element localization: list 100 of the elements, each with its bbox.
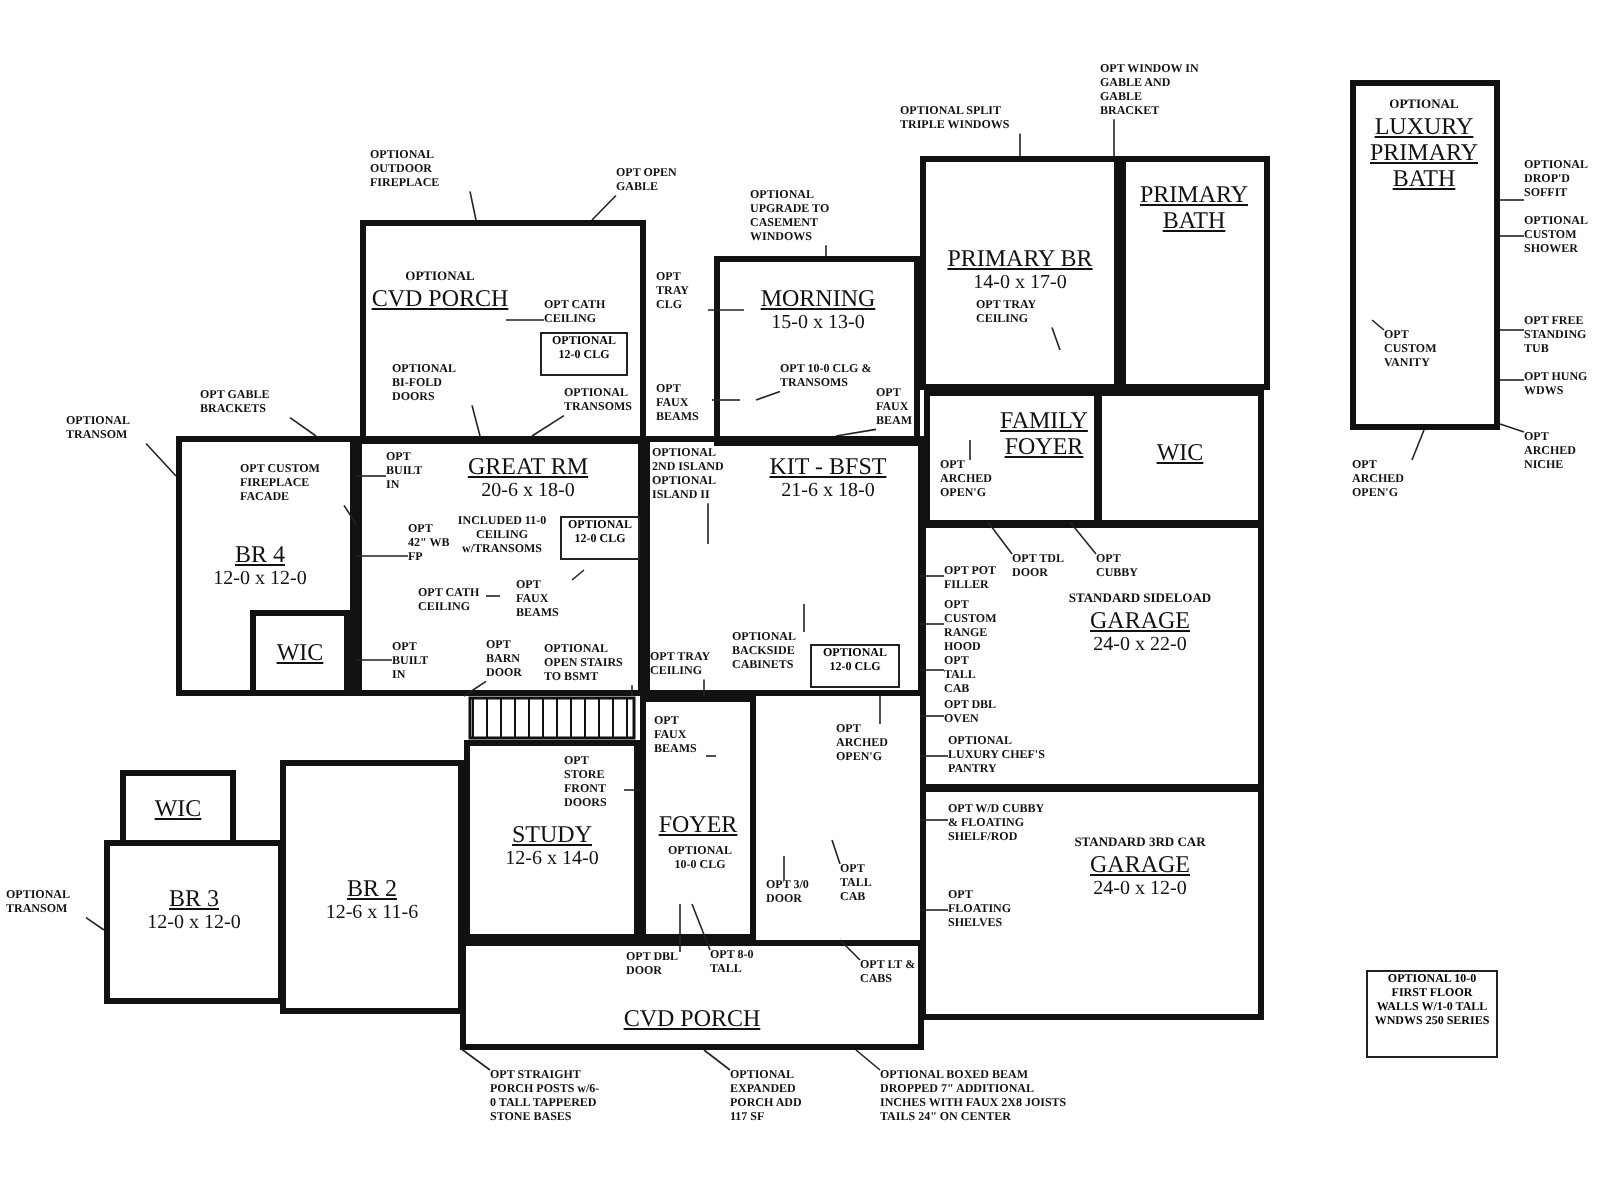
room-outline xyxy=(1096,390,1264,526)
leader-line xyxy=(711,399,741,401)
leader-line xyxy=(969,439,971,461)
leader-line xyxy=(703,1049,731,1071)
room-dimensions: 21-6 x 18-0 xyxy=(781,480,875,505)
room-outline xyxy=(920,786,1264,1020)
leader-line xyxy=(919,755,949,757)
room-outline xyxy=(464,740,640,940)
room-name: BR 3 xyxy=(168,886,219,913)
leader-line xyxy=(1499,379,1525,381)
room-name: WIC xyxy=(1156,440,1204,467)
room-dimensions: 20-6 x 18-0 xyxy=(481,480,575,505)
leader-line xyxy=(85,916,105,931)
room-name: PRIMARY BATH xyxy=(1137,182,1251,235)
leader-line xyxy=(1411,429,1425,461)
room-name: STUDY xyxy=(511,822,592,849)
leader-line xyxy=(831,839,841,865)
room-name: MORNING xyxy=(760,286,876,313)
leader-line xyxy=(1499,423,1525,433)
leader-line xyxy=(485,595,501,597)
room-dimensions: 15-0 x 13-0 xyxy=(771,312,865,337)
room-outline xyxy=(920,156,1120,390)
room-name: KIT - BFST xyxy=(769,454,887,481)
room-name: WIC xyxy=(154,796,202,823)
room-outline xyxy=(640,696,756,940)
room-name: CVD PORCH xyxy=(371,285,509,312)
leader-line xyxy=(289,416,317,437)
leader-line xyxy=(987,521,1013,555)
room-dimensions: 14-0 x 17-0 xyxy=(973,272,1067,297)
leader-line xyxy=(803,603,805,633)
room-name: GARAGE xyxy=(1090,607,1190,634)
leader-line xyxy=(355,659,393,661)
leader-line xyxy=(505,319,545,321)
room-dimensions: 12-0 x 12-0 xyxy=(147,912,241,937)
room-outline xyxy=(120,770,236,846)
room-name: LUXURY PRIMARY BATH xyxy=(1367,113,1481,193)
leader-line xyxy=(631,684,633,697)
room-outline xyxy=(924,390,1100,526)
leader-line xyxy=(835,428,877,437)
leader-line xyxy=(919,575,945,577)
leader-line xyxy=(1371,319,1385,331)
leader-line xyxy=(1499,199,1525,201)
room-dimensions: 12-0 x 12-0 xyxy=(213,568,307,593)
room-outline xyxy=(360,220,646,444)
leader-line xyxy=(705,755,717,757)
leader-line xyxy=(469,190,477,221)
leader-line xyxy=(591,194,617,221)
room-name: FAMILY FOYER xyxy=(998,408,1090,461)
leader-line xyxy=(679,903,681,953)
leader-line xyxy=(879,695,881,725)
leader-line xyxy=(355,555,409,557)
leader-line xyxy=(919,623,945,625)
room-name: CVD PORCH xyxy=(623,1006,761,1033)
leader-line xyxy=(1113,118,1115,157)
leader-line xyxy=(1069,521,1097,555)
room-name: FOYER xyxy=(658,812,738,839)
leader-line xyxy=(1499,235,1525,237)
leader-line xyxy=(691,903,711,951)
room-outline xyxy=(644,436,924,696)
room-name: BR 4 xyxy=(234,542,285,569)
leader-line xyxy=(355,475,387,477)
leader-line xyxy=(145,442,177,477)
room-dimensions: 12-6 x 14-0 xyxy=(505,848,599,873)
leader-line xyxy=(1499,329,1525,331)
leader-line xyxy=(343,504,357,525)
room-dimensions: 12-6 x 11-6 xyxy=(325,902,419,927)
leader-line xyxy=(459,1047,491,1071)
leader-line xyxy=(839,939,861,961)
leader-line xyxy=(1019,132,1021,157)
leader-line xyxy=(703,678,705,697)
room-name: PRIMARY BR xyxy=(947,246,1093,273)
leader-line xyxy=(623,789,641,791)
room-outline xyxy=(460,940,924,1050)
room-outline xyxy=(280,760,464,1014)
leader-line xyxy=(571,569,585,581)
room-dimensions: 24-0 x 12-0 xyxy=(1093,877,1187,902)
room-name: BR 2 xyxy=(346,876,397,903)
leader-line xyxy=(471,404,481,437)
leader-line xyxy=(707,309,745,311)
leader-line xyxy=(919,819,949,821)
room-outline xyxy=(104,840,284,1004)
leader-line xyxy=(783,855,785,881)
leader-line xyxy=(825,244,827,257)
room-name: GARAGE xyxy=(1090,851,1190,878)
room-outline xyxy=(920,522,1264,790)
room-outline xyxy=(176,436,356,696)
room-name: WIC xyxy=(276,640,324,667)
leader-line xyxy=(463,680,487,697)
leader-line xyxy=(707,502,709,545)
room-outline xyxy=(250,610,350,696)
leader-line xyxy=(531,414,565,437)
room-outline xyxy=(1120,156,1270,390)
leader-line xyxy=(755,390,781,401)
room-outline xyxy=(714,256,920,446)
room-outline xyxy=(356,436,644,696)
leader-line xyxy=(855,1049,881,1071)
leader-line xyxy=(1051,326,1061,351)
leader-line xyxy=(919,909,949,911)
room-name: GREAT RM xyxy=(467,454,589,481)
room-dimensions: 24-0 x 22-0 xyxy=(1093,633,1187,658)
